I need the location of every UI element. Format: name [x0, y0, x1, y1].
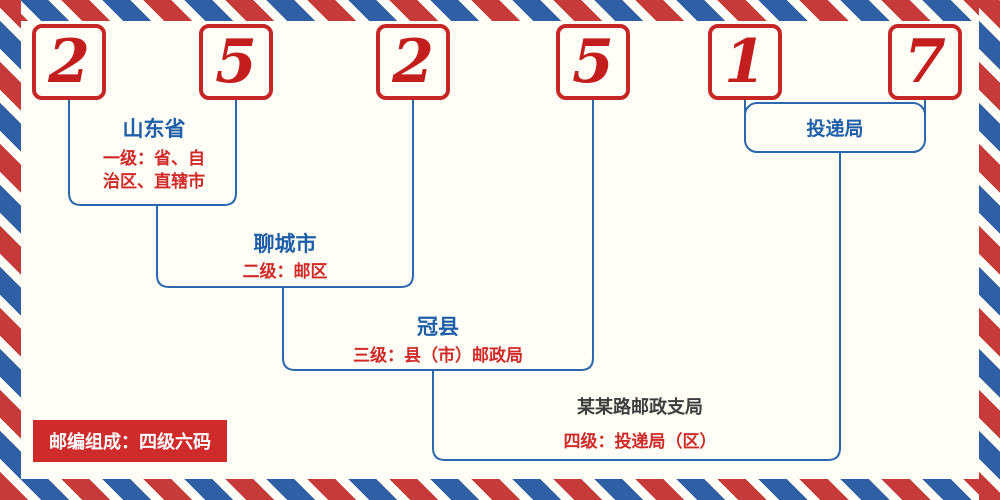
- level1-title: 山东省: [122, 117, 186, 141]
- postal-digit-box-4: 5: [556, 24, 630, 100]
- postal-digit-3: 2: [392, 27, 434, 97]
- postal-digit-1: 2: [48, 27, 90, 97]
- airmail-stripe-top: [0, 0, 1000, 21]
- level2-title: 聊城市: [253, 232, 317, 256]
- postal-digit-4: 5: [572, 27, 614, 97]
- level1-desc-line2: 治区、直辖市: [103, 172, 205, 192]
- level1-desc-line1: 一级：省、自: [103, 149, 205, 169]
- bracket-level4: [432, 151, 841, 461]
- postal-digit-box-6: 7: [888, 24, 962, 100]
- postal-digit-6: 7: [904, 27, 946, 97]
- postal-digit-box-3: 2: [376, 24, 450, 100]
- bracket-level3: [282, 99, 594, 371]
- postal-digit-5: 1: [724, 27, 766, 97]
- postal-digit-box-1: 2: [32, 24, 106, 100]
- postal-digit-2: 5: [215, 27, 257, 97]
- level4-title: 某某路邮政支局: [577, 397, 703, 418]
- postal-composition-badge: 邮编组成：四级六码: [33, 420, 227, 462]
- postal-digit-box-5: 1: [708, 24, 782, 100]
- level2-desc: 二级：邮区: [242, 262, 328, 282]
- delivery-office-box: [744, 102, 926, 153]
- airmail-stripe-left: [0, 0, 21, 500]
- bracket-level2: [156, 99, 414, 288]
- delivery-office-title: 投递局: [806, 118, 864, 140]
- bracket-level1: [68, 99, 237, 206]
- postal-digit-box-2: 5: [199, 24, 273, 100]
- level3-title: 冠县: [417, 315, 459, 339]
- level4-desc: 四级：投递局（区）: [563, 432, 717, 452]
- airmail-stripe-bottom: [0, 479, 1000, 500]
- level3-desc: 三级：县（市）邮政局: [353, 346, 523, 366]
- airmail-stripe-right: [979, 0, 1000, 500]
